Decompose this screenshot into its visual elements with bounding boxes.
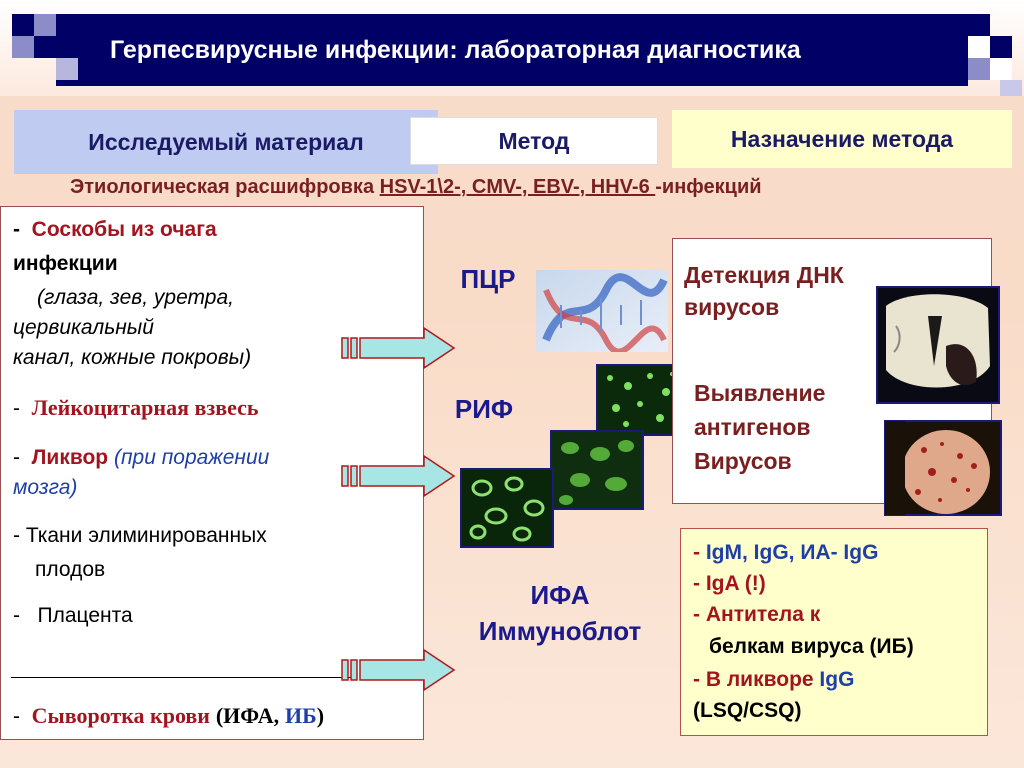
antibody-text: IgM, IgG, ИА- IgG: [705, 541, 879, 564]
antibody-text: IgG: [819, 668, 855, 691]
material-title: Плацента: [37, 604, 133, 627]
material-detail: (ИФА,: [215, 703, 280, 728]
list-dash: -: [693, 668, 700, 691]
list-dash: -: [13, 604, 20, 627]
list-dash: -: [13, 397, 20, 420]
antibodies-panel: - IgM, IgG, ИА- IgG - IgA (!) - Антитела…: [680, 528, 988, 736]
decor-square: [34, 36, 56, 58]
purpose-dna-line2: вирусов: [684, 294, 780, 320]
material-title: Ликвор: [31, 446, 109, 469]
immunofluorescence-image: [596, 364, 682, 436]
material-title: Сыворотка крови: [31, 703, 210, 728]
antibody-line-igm-igg: - IgM, IgG, ИА- IgG: [693, 537, 878, 568]
antibody-text: В ликворе: [705, 668, 820, 691]
material-detail: ): [316, 703, 325, 728]
decor-square: [990, 58, 1012, 80]
decor-square: [56, 58, 78, 80]
decor-square: [968, 58, 990, 80]
subtitle-prefix: Этиологическая расшифровка: [70, 176, 380, 198]
list-dash: -: [13, 705, 20, 728]
purpose-ag-line2: антигенов: [694, 414, 811, 440]
header-material: Исследуемый материал: [14, 110, 438, 174]
header-purpose: Назначение метода: [672, 110, 1012, 168]
decor-square: [968, 36, 990, 58]
immunofluorescence-image: [550, 430, 644, 510]
list-dash: -: [13, 446, 20, 469]
material-item-liquor: - Ликвор (при поражении: [13, 445, 269, 471]
antibody-line-iga: - IgA (!): [693, 568, 766, 599]
material-detail: ИБ: [285, 703, 317, 728]
decor-square: [34, 14, 56, 36]
decor-square: [968, 14, 990, 36]
immunofluorescence-image: [460, 468, 554, 548]
header-method: Метод: [410, 117, 658, 165]
brain-mri-image: [876, 286, 1000, 404]
material-line: плодов: [35, 558, 106, 581]
material-detail: (при поражении: [113, 446, 270, 469]
arrow-right-icon: [341, 454, 456, 498]
antibody-text: Антитела к: [705, 603, 821, 626]
material-detail: цервикальный: [13, 316, 154, 339]
purpose-ag-line3: Вирусов: [694, 448, 792, 474]
antibody-text: белкам вируса (ИБ): [709, 635, 914, 658]
purpose-ag-line1: Выявление: [694, 380, 826, 406]
material-line: инфекции: [13, 252, 118, 275]
material-item-scrapings: - Соскобы из очага: [13, 217, 217, 243]
list-dash: -: [13, 218, 20, 241]
material-item-placenta: - Плацента: [13, 603, 133, 629]
antibody-text: (LSQ/CSQ): [693, 699, 802, 722]
method-immunoblot: Иммуноблот: [478, 616, 642, 646]
subtitle: Этиологическая расшифровка HSV-1\2-, CMV…: [70, 176, 762, 199]
subtitle-viruses: HSV-1\2-, CMV-, EBV-, HHV-6: [379, 176, 656, 198]
arrow-right-icon: [341, 648, 456, 692]
skin-rash-image: [884, 420, 1002, 516]
list-dash: -: [693, 603, 700, 626]
material-title: Соскобы из очага: [31, 218, 217, 241]
decor-square: [12, 36, 34, 58]
page-title: Герпесвирусные инфекции: лабораторная ди…: [110, 36, 801, 64]
title-bar: [56, 14, 968, 86]
decor-square: [12, 14, 34, 36]
list-dash: -: [693, 541, 700, 564]
material-detail: мозга): [13, 476, 78, 499]
method-ifa: ИФА: [530, 580, 590, 610]
subtitle-suffix: -инфекций: [655, 176, 762, 198]
material-detail: канал, кожные покровы): [13, 346, 252, 369]
material-item-fetal-tissue: - Ткани элиминированных: [13, 524, 267, 547]
divider: [11, 677, 351, 678]
material-item-serum: - Сыворотка крови (ИФА, ИБ): [13, 703, 324, 730]
list-dash: -: [693, 572, 700, 595]
antibody-line-liquor: - В ликворе IgG: [693, 664, 854, 695]
material-item-leukocytes: - Лейкоцитарная взвесь: [13, 395, 259, 422]
antibody-line-proteins: - Антитела к: [693, 599, 820, 630]
method-pcr: ПЦР: [460, 264, 516, 294]
material-title: Лейкоцитарная взвесь: [31, 395, 259, 420]
method-rif: РИФ: [454, 394, 514, 424]
purpose-dna-line1: Детекция ДНК: [684, 262, 844, 288]
antibody-text: IgA (!): [705, 572, 766, 595]
dna-image: [536, 270, 668, 352]
decor-square: [990, 36, 1012, 58]
material-detail: (глаза, зев, уретра,: [37, 286, 234, 309]
decor-square: [1000, 80, 1022, 96]
arrow-right-icon: [341, 326, 456, 370]
